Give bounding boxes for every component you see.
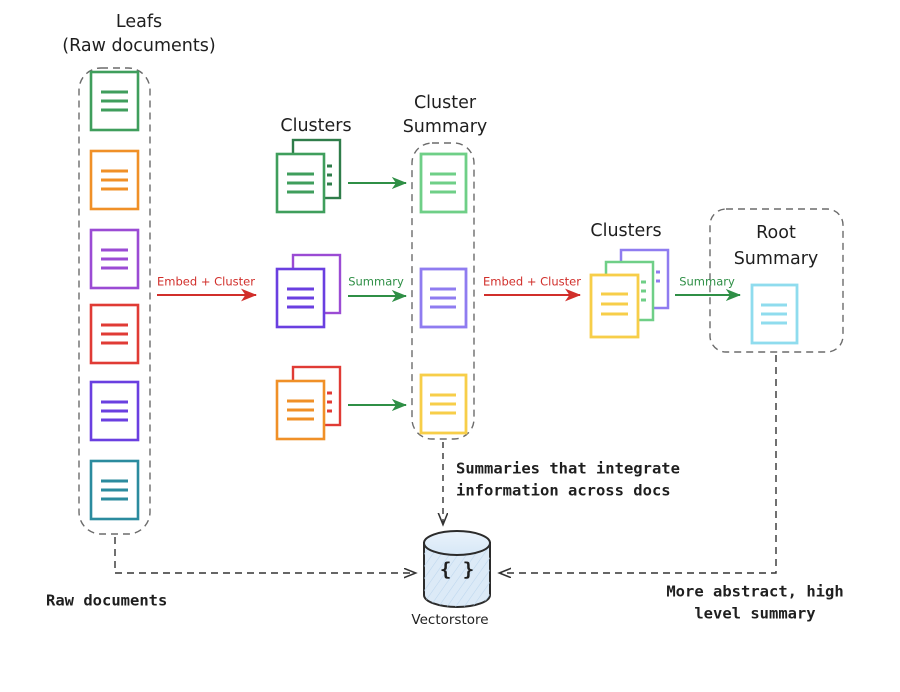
leaf-doc-1 [89,70,140,132]
root-summary-container [709,208,844,353]
annotation-raw-documents: Raw documents [46,592,167,610]
annotation-abstract-line1: More abstract, high [666,583,843,601]
root-summary-doc [750,283,799,345]
clusters-2-label: Clusters [590,221,661,241]
connector-leafs-to-vectorstore [114,537,415,573]
vectorstore-cylinder: { } [423,530,491,608]
annotation-summaries-line2: information across docs [456,482,671,500]
cluster-summary-yellow [419,373,468,435]
cluster-group-orange [275,365,342,441]
annotation-abstract-line2: level summary [694,605,815,623]
cluster-summary-label-line2: Summary [403,117,488,137]
leaf-doc-2 [89,149,140,211]
leaf-doc-5 [89,380,140,442]
cluster-summary-container [411,142,475,440]
cluster-group-mixed [589,248,670,339]
edge-label-embed-cluster-2: Embed + Cluster [483,275,581,289]
edge-label-embed-cluster-1: Embed + Cluster [157,275,255,289]
leaf-doc-3 [89,228,140,290]
edge-label-summary-1: Summary [348,275,404,289]
cluster-group-purple [275,253,342,329]
cluster-group-green [275,138,342,214]
leaf-doc-6 [89,459,140,521]
edge-label-summary-2: Summary [679,275,735,289]
cluster-summary-purple [419,267,468,329]
clusters-1-label: Clusters [280,116,351,136]
connector-root-to-vectorstore [500,355,777,573]
leafs-container [78,67,151,535]
leaf-doc-4 [89,303,140,365]
vectorstore-label: Vectorstore [411,612,488,628]
leafs-label-line1: Leafs [116,12,162,32]
vectorstore-glyph: { } [440,559,474,581]
root-summary-label-line1: Root [756,223,796,243]
root-summary-label-line2: Summary [734,249,819,269]
leafs-label-line2: (Raw documents) [62,36,215,56]
leafs-dashed-box [78,67,151,535]
cluster-summary-dashed-box [411,142,475,440]
annotation-summaries-line1: Summaries that integrate [456,460,680,478]
root-summary-dashed-box [709,208,844,353]
cluster-summary-label-line1: Cluster [414,93,477,113]
cluster-summary-green [419,152,468,214]
